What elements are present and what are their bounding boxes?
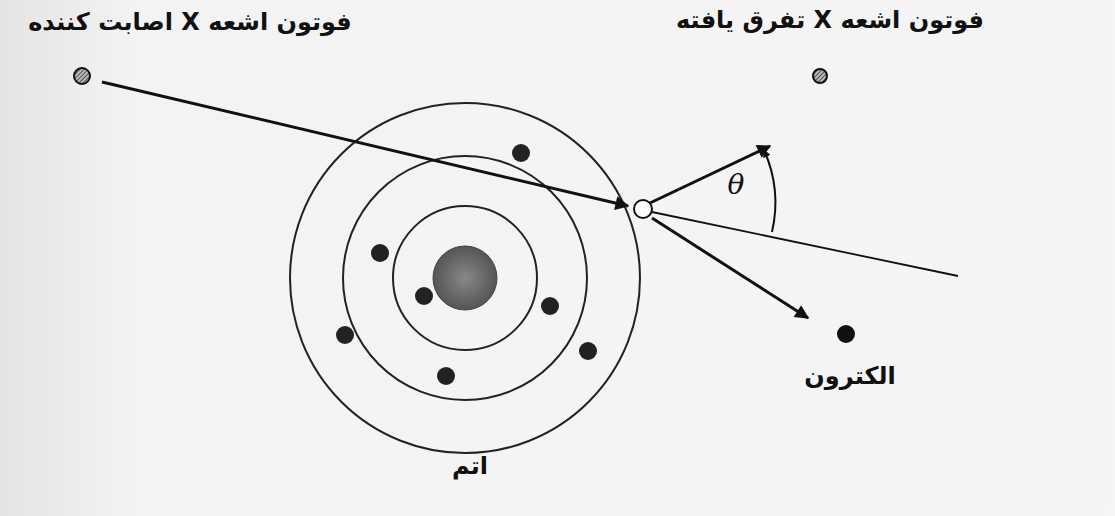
electron-path [652, 218, 808, 318]
orbit [290, 103, 640, 453]
nucleus [433, 246, 497, 310]
text-label: فوتون اشعه X تفرق یافته [676, 6, 984, 35]
text-label: الکترون [804, 362, 895, 391]
target-electron [634, 200, 652, 218]
incident-path [102, 82, 628, 206]
free-electron [837, 325, 855, 343]
bound-electron [336, 144, 597, 385]
angle-label: θ [728, 168, 745, 202]
photon [74, 68, 90, 84]
reference-line [652, 212, 958, 276]
text-label: اتم [452, 452, 488, 481]
angle-arc [764, 150, 775, 232]
text-label: فوتون اشعه X اصابت کننده [28, 8, 352, 37]
photon [813, 69, 827, 83]
scattered-path [650, 146, 770, 203]
